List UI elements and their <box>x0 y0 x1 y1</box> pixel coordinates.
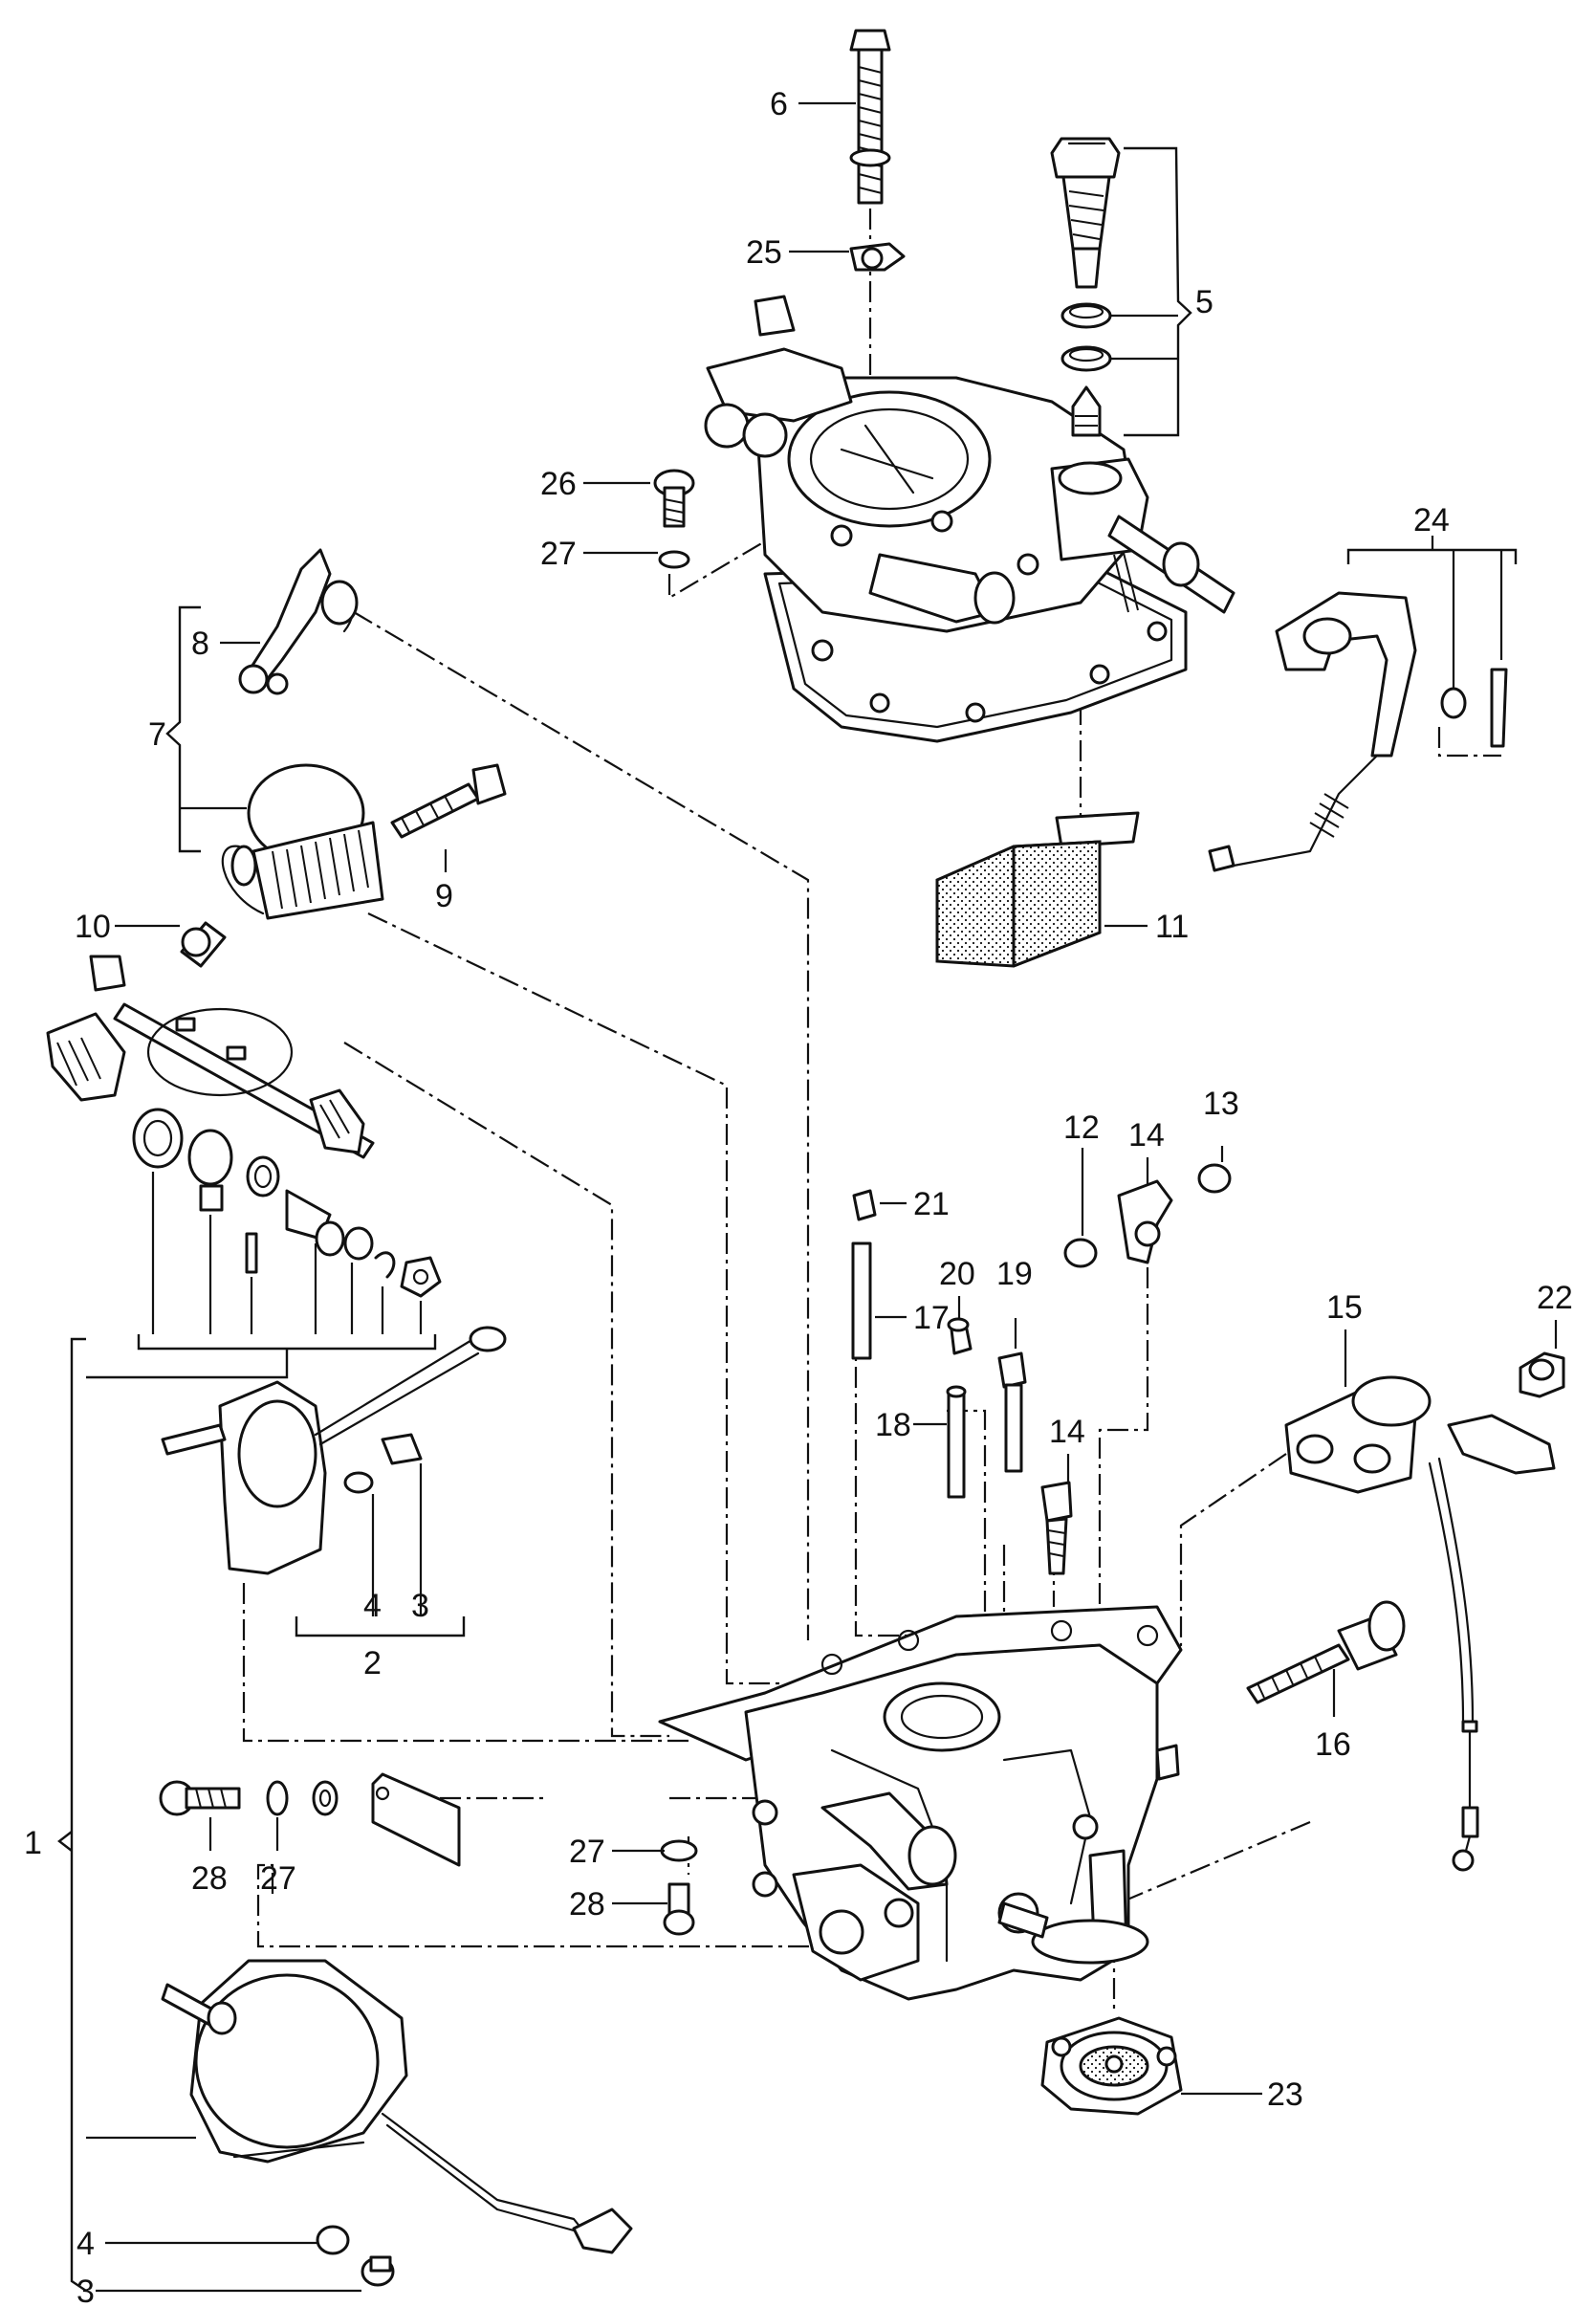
part-28-screw-left <box>159 1780 241 1816</box>
callout-17: 17 <box>913 1300 950 1336</box>
callout-27-top: 27 <box>540 536 577 572</box>
callout-3-bottom: 3 <box>77 2274 95 2307</box>
callout-2: 2 <box>363 1645 382 1681</box>
callout-labels: 6 25 5 26 27 24 8 7 9 10 11 21 20 19 17 … <box>24 86 1573 2307</box>
part-27-washer-top <box>658 550 690 569</box>
part-25-clip <box>849 242 906 272</box>
throttle-shaft-assembly <box>46 955 375 1159</box>
bracket-group-24 <box>1346 536 1518 689</box>
shaft-small-parts <box>132 1108 442 1298</box>
callout-24: 24 <box>1413 502 1450 538</box>
part-15-solenoid <box>1284 1375 1556 1872</box>
callout-27-left: 27 <box>260 1860 296 1897</box>
part-5-jet-assembly <box>1050 137 1121 437</box>
jet-parts-center <box>851 1163 1232 1575</box>
part-22-stud <box>1519 1351 1565 1398</box>
callout-20: 20 <box>939 1256 975 1292</box>
part-7-choke-housing <box>221 763 384 920</box>
callout-3-mid: 3 <box>411 1588 429 1624</box>
callout-8: 8 <box>191 626 209 662</box>
callout-26: 26 <box>540 466 577 502</box>
part-3-screw-bottom <box>361 2255 395 2287</box>
callout-7: 7 <box>148 716 166 753</box>
callout-14-mid: 14 <box>1049 1414 1085 1450</box>
part-27-washer-left <box>266 1780 339 1816</box>
part-2-vacuum-unit <box>161 1326 507 1637</box>
callout-18: 18 <box>875 1407 911 1443</box>
bracket-group-5 <box>1109 146 1192 437</box>
callout-4-mid: 4 <box>363 1588 382 1624</box>
callout-16: 16 <box>1315 1726 1351 1763</box>
part-26-screw <box>653 469 695 528</box>
callout-13: 13 <box>1203 1086 1239 1122</box>
callout-28-mid: 28 <box>569 1886 605 1922</box>
part-27-washer-mid <box>660 1839 698 1862</box>
part-10-nipple <box>180 921 227 968</box>
part-11-foam-filter <box>935 811 1140 968</box>
callout-1: 1 <box>24 1825 42 1861</box>
callout-22: 22 <box>1537 1280 1573 1316</box>
callout-28-left: 28 <box>191 1860 228 1897</box>
carburetor-top-cover <box>704 295 1235 743</box>
callout-15: 15 <box>1326 1289 1363 1326</box>
callout-9: 9 <box>435 878 453 914</box>
callout-leaders <box>86 101 1558 2293</box>
callout-23: 23 <box>1267 2076 1303 2113</box>
bottom-vacuum-cover <box>161 1959 633 2254</box>
part-4-washer-bottom <box>316 2225 350 2255</box>
carburetor-main-body <box>658 1605 1183 2001</box>
callout-19: 19 <box>996 1256 1033 1292</box>
callout-5: 5 <box>1195 284 1213 320</box>
callout-10: 10 <box>75 909 111 945</box>
callout-12: 12 <box>1063 1110 1100 1146</box>
part-9-bolt <box>390 763 507 839</box>
part-6-screw <box>849 29 891 205</box>
callout-21: 21 <box>913 1186 950 1222</box>
part-16-idle-screw <box>1246 1600 1406 1704</box>
gasket-plate-left <box>371 1772 461 1867</box>
callout-25: 25 <box>746 234 782 271</box>
callout-4-bottom: 4 <box>77 2226 95 2262</box>
callout-27-mid: 27 <box>569 1834 605 1870</box>
callout-14-top: 14 <box>1128 1117 1165 1154</box>
bracket-group-1 <box>57 1337 87 2292</box>
part-24-cover-cable <box>1208 591 1508 872</box>
bracket-group-7 <box>165 605 247 853</box>
part-23-diaphragm-housing <box>1040 2016 1183 2116</box>
callout-11: 11 <box>1155 909 1189 945</box>
callout-6: 6 <box>770 86 788 122</box>
part-28-screw-mid <box>663 1882 695 1936</box>
shaft-parts-leaders <box>86 1172 437 1379</box>
part-8-choke-lever <box>238 548 359 695</box>
